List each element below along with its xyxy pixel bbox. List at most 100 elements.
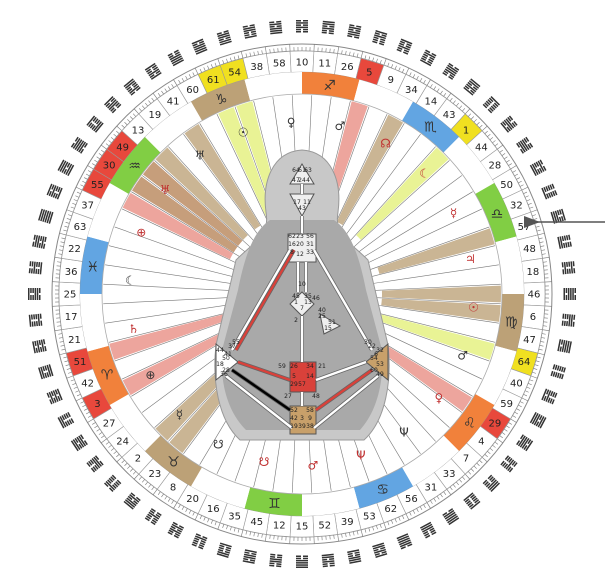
heart-center bbox=[319, 312, 342, 335]
activation-wedge bbox=[377, 313, 495, 360]
gate-label: 32 bbox=[376, 347, 384, 354]
degree-tick bbox=[452, 100, 456, 104]
degree-tick bbox=[70, 379, 75, 382]
gate-label: 64 bbox=[292, 167, 300, 174]
gate-number: 56 bbox=[405, 494, 418, 505]
degree-tick bbox=[430, 500, 433, 504]
hexagram-icon bbox=[419, 49, 437, 67]
degree-tick bbox=[54, 257, 62, 259]
zodiac-sign-icon: ♑ bbox=[215, 92, 228, 108]
degree-tick bbox=[337, 534, 339, 542]
gate-number: 3 bbox=[94, 399, 100, 410]
degree-tick bbox=[416, 76, 419, 80]
gate-number: 53 bbox=[363, 512, 376, 523]
gate-number: 12 bbox=[273, 520, 286, 531]
degree-tick bbox=[58, 253, 63, 255]
degree-tick bbox=[138, 108, 143, 112]
gate-number: 59 bbox=[500, 399, 513, 410]
gate-number: 58 bbox=[273, 59, 286, 70]
activation-wedge bbox=[377, 228, 495, 275]
activation-wedge bbox=[132, 176, 238, 253]
hexagram-icon bbox=[321, 20, 335, 35]
degree-tick bbox=[226, 525, 228, 530]
gate-label: 11 bbox=[303, 199, 311, 206]
degree-tick bbox=[203, 67, 206, 72]
hexagram-icon bbox=[269, 553, 283, 568]
gate-label: 40 bbox=[318, 307, 326, 314]
degree-tick bbox=[87, 415, 92, 418]
gate-number: 17 bbox=[65, 312, 78, 323]
hexagram-icon bbox=[372, 30, 388, 46]
degree-tick bbox=[245, 53, 248, 58]
gate-label: 41 bbox=[224, 351, 232, 358]
gate-number: 29 bbox=[489, 418, 502, 429]
hexagram-icon bbox=[46, 183, 63, 200]
degree-tick bbox=[433, 86, 437, 90]
gate-label: 12 bbox=[296, 251, 304, 258]
gate-number: 32 bbox=[510, 201, 523, 212]
degree-tick bbox=[481, 456, 488, 463]
gate-label: 46 bbox=[312, 295, 320, 302]
zodiac-segment-fade bbox=[80, 294, 109, 352]
planet-glyphs: ☉♀♂☊☾☿♃☉♂♀ΨΨ♂☋☋☿⊕♄☾⊕♅♅ bbox=[125, 115, 479, 472]
hexagram-icon bbox=[541, 183, 558, 200]
degree-tick bbox=[124, 462, 128, 466]
degree-tick bbox=[409, 72, 412, 77]
solar-plexus-center bbox=[365, 342, 389, 382]
degree-tick bbox=[402, 68, 405, 73]
hexagram-icon bbox=[216, 30, 232, 46]
degree-tick bbox=[59, 245, 64, 247]
hexagram-icon bbox=[442, 508, 460, 526]
gate-number: 50 bbox=[500, 180, 513, 191]
zodiac-sign-icon: ♋ bbox=[376, 482, 389, 498]
degree-tick bbox=[269, 49, 271, 54]
gate-label: 8 bbox=[290, 249, 294, 256]
gate-label: 54 bbox=[370, 355, 378, 362]
hexagram-icon bbox=[144, 62, 162, 80]
degree-tick bbox=[240, 51, 244, 59]
planet-glyph-icon: Ψ bbox=[356, 449, 365, 463]
gate-label: 39 bbox=[298, 423, 306, 430]
gate-number: 6 bbox=[530, 312, 536, 323]
gate-number: 38 bbox=[250, 62, 263, 73]
degree-tick bbox=[214, 62, 217, 67]
degree-tick bbox=[398, 516, 401, 521]
degree-tick bbox=[540, 341, 545, 343]
degree-tick bbox=[452, 484, 456, 488]
degree-tick bbox=[523, 191, 528, 194]
gate-number: 19 bbox=[148, 110, 161, 121]
hexagram-icon bbox=[86, 455, 104, 473]
hexagram-icon bbox=[123, 492, 141, 510]
degree-tick bbox=[516, 177, 520, 180]
gate-number: 25 bbox=[64, 290, 77, 301]
degree-tick bbox=[419, 77, 423, 82]
degree-tick bbox=[512, 170, 517, 173]
degree-tick bbox=[487, 133, 491, 138]
degree-tick bbox=[199, 515, 202, 520]
hexagram-icon bbox=[463, 492, 481, 510]
zodiac-segment bbox=[353, 467, 413, 509]
degree-tick bbox=[92, 163, 96, 166]
degree-tick bbox=[360, 529, 364, 537]
degree-tick bbox=[65, 364, 70, 366]
hexagram-icon bbox=[104, 474, 122, 492]
gate-label: 5 bbox=[292, 373, 296, 380]
degree-tick bbox=[245, 530, 248, 535]
hexagram-icon bbox=[38, 364, 54, 380]
planet-glyph-icon: Ψ bbox=[399, 426, 408, 440]
degree-tick bbox=[173, 502, 178, 509]
degree-tick bbox=[68, 371, 72, 374]
degree-tick bbox=[261, 50, 263, 55]
degree-tick bbox=[87, 170, 92, 173]
degree-tick bbox=[519, 401, 524, 404]
activation-wedge bbox=[142, 161, 243, 246]
degree-tick bbox=[492, 444, 496, 448]
degree-tick bbox=[257, 533, 259, 538]
degree-tick bbox=[476, 122, 480, 126]
degree-tick bbox=[508, 163, 512, 166]
degree-tick bbox=[506, 425, 510, 429]
hexagram-icon bbox=[482, 474, 500, 492]
degree-tick bbox=[394, 65, 397, 70]
degree-tick bbox=[383, 522, 387, 530]
gate-number: 36 bbox=[65, 267, 78, 278]
